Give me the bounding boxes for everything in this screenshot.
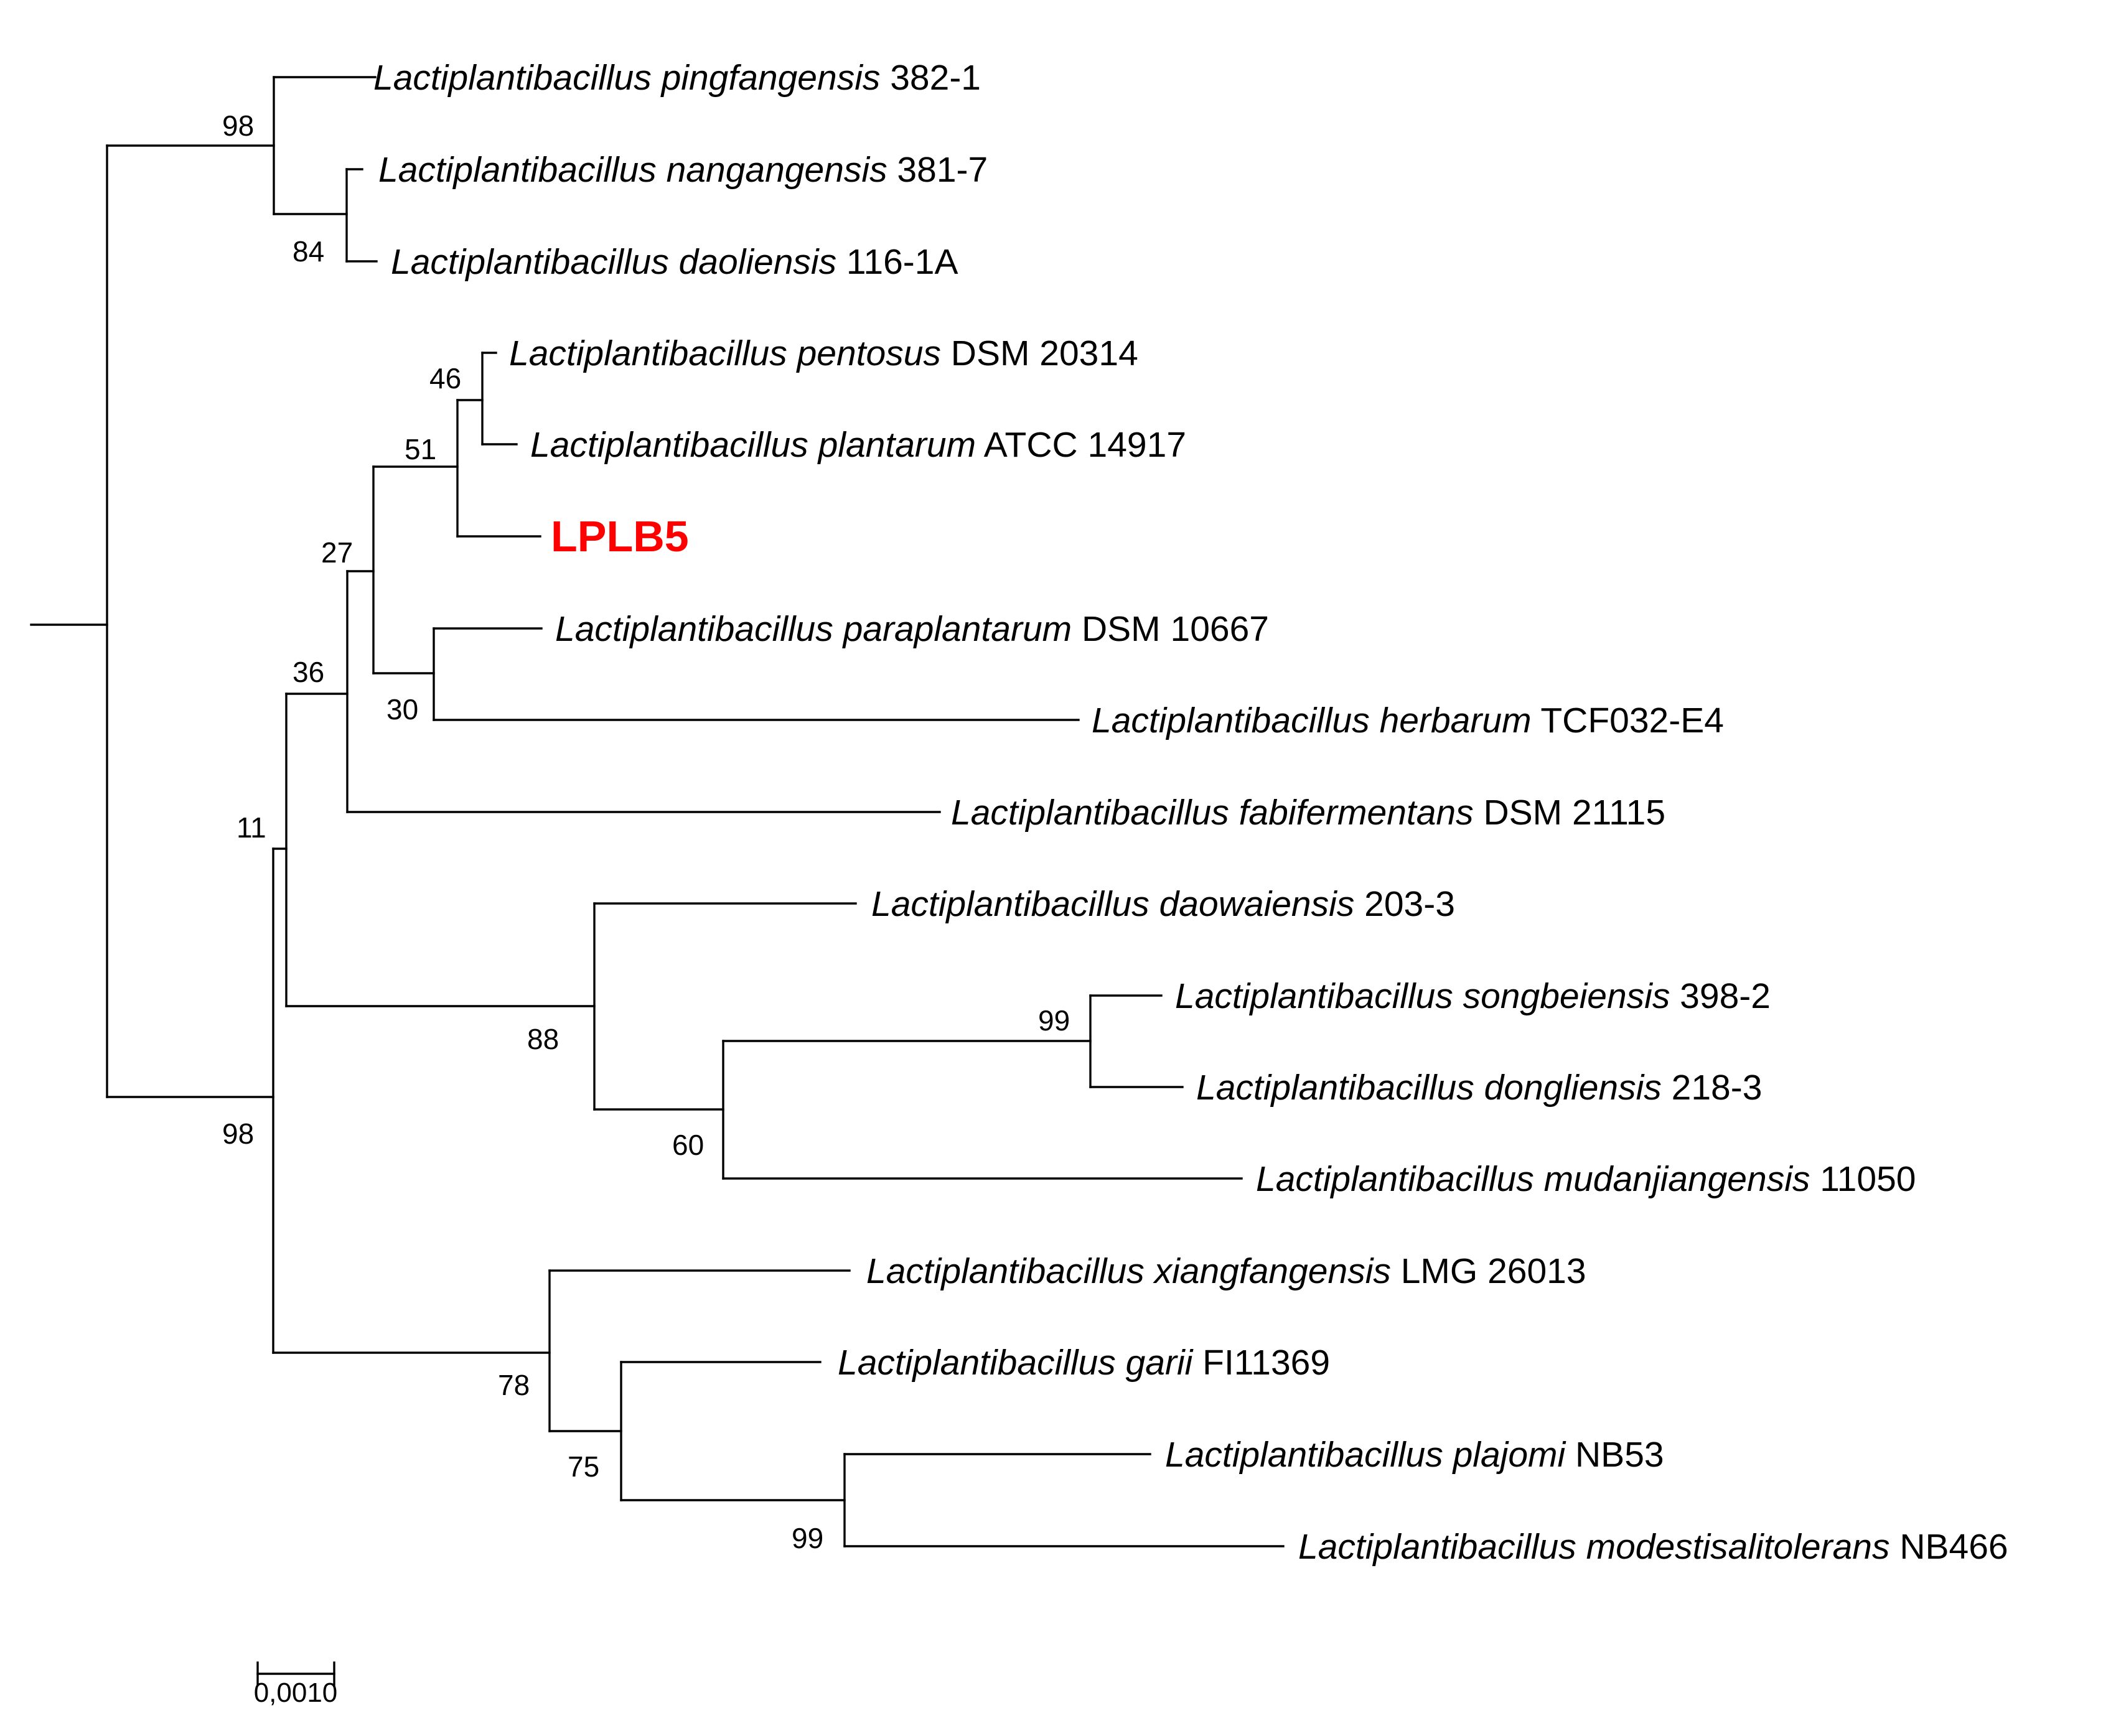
species-name: Lactiplantibacillus dongliensis (1196, 1068, 1662, 1108)
bootstrap-value: 36 (293, 656, 324, 688)
bootstrap-value: 60 (672, 1129, 704, 1161)
species-name: Lactiplantibacillus daowaiensis (871, 884, 1354, 924)
taxon-label-songbeiensis: Lactiplantibacillus songbeiensis 398-2 (1175, 976, 1771, 1016)
bootstrap-value: 11 (236, 811, 266, 844)
strain-name: DSM 20314 (941, 334, 1138, 373)
taxon-label-herbarum: Lactiplantibacillus herbarum TCF032-E4 (1092, 701, 1724, 740)
strain-name: NB53 (1565, 1435, 1664, 1475)
strain-name: 398-2 (1670, 976, 1771, 1016)
taxon-label-fabifermentans: Lactiplantibacillus fabifermentans DSM 2… (951, 793, 1665, 833)
strain-name: LPLB5 (551, 512, 689, 561)
species-name: Lactiplantibacillus songbeiensis (1175, 976, 1670, 1016)
taxon-label-xiangfangensis: Lactiplantibacillus xiangfangensis LMG 2… (866, 1251, 1586, 1291)
species-name: Lactiplantibacillus paraplantarum (555, 609, 1072, 649)
species-name: Lactiplantibacillus nangangensis (378, 150, 887, 190)
scale-bar: 0,0010 (254, 1661, 338, 1708)
strain-name: 218-3 (1662, 1068, 1763, 1108)
strain-name: 382-1 (880, 58, 981, 98)
species-name: Lactiplantibacillus mudanjiangensis (1256, 1159, 1810, 1199)
bootstrap-value: 99 (1038, 1004, 1070, 1037)
taxon-label-daowaiensis: Lactiplantibacillus daowaiensis 203-3 (871, 884, 1455, 924)
taxon-label-plajomi: Lactiplantibacillus plajomi NB53 (1165, 1435, 1664, 1475)
bootstrap-value: 98 (222, 110, 254, 142)
species-name: Lactiplantibacillus xiangfangensis (866, 1251, 1391, 1291)
species-name: Lactiplantibacillus fabifermentans (951, 793, 1474, 833)
taxon-labels: Lactiplantibacillus pingfangensis 382-1L… (373, 58, 2008, 1567)
taxon-label-dongliensis: Lactiplantibacillus dongliensis 218-3 (1196, 1068, 1762, 1108)
taxon-label-pingfangensis: Lactiplantibacillus pingfangensis 382-1 (373, 58, 981, 98)
species-name: Lactiplantibacillus modestisalitolerans (1298, 1527, 1890, 1567)
taxon-label-lplb5: LPLB5 (551, 512, 689, 561)
bootstrap-value: 88 (527, 1023, 559, 1055)
strain-name: DSM 21115 (1474, 793, 1665, 833)
bootstrap-values: 98 84 46 51 27 30 36 11 88 99 60 98 78 75 99 (222, 110, 1070, 1554)
species-name: Lactiplantibacillus pingfangensis (373, 58, 880, 98)
species-name: Lactiplantibacillus daoliensis (391, 242, 836, 282)
bootstrap-value: 46 (429, 362, 461, 394)
bootstrap-value: 98 (222, 1118, 254, 1150)
strain-name: 203-3 (1354, 884, 1455, 924)
strain-name: 381-7 (887, 150, 988, 190)
bootstrap-value: 75 (568, 1450, 599, 1483)
strain-name: FI11369 (1192, 1343, 1330, 1383)
bootstrap-value: 78 (498, 1369, 530, 1401)
taxon-label-paraplantarum: Lactiplantibacillus paraplantarum DSM 10… (555, 609, 1269, 649)
species-name: Lactiplantibacillus pentosus (509, 334, 941, 373)
bootstrap-value: 99 (792, 1522, 823, 1554)
taxon-label-mudanjiangensis: Lactiplantibacillus mudanjiangensis 1105… (1256, 1159, 1916, 1199)
strain-name: 116-1A (836, 242, 958, 282)
strain-name: DSM 10667 (1072, 609, 1269, 649)
species-name: Lactiplantibacillus garii (838, 1343, 1194, 1383)
taxon-label-plantarum: Lactiplantibacillus plantarum ATCC 14917 (530, 425, 1186, 465)
bootstrap-value: 27 (321, 536, 353, 569)
taxon-label-garii: Lactiplantibacillus garii FI11369 (838, 1343, 1330, 1383)
tree-branches (30, 76, 1285, 1547)
strain-name: 11050 (1810, 1159, 1916, 1199)
taxon-label-pentosus: Lactiplantibacillus pentosus DSM 20314 (509, 334, 1138, 373)
species-name: Lactiplantibacillus plantarum (530, 425, 976, 465)
taxon-label-daoliensis: Lactiplantibacillus daoliensis 116-1A (391, 242, 958, 282)
strain-name: TCF032-E4 (1532, 701, 1724, 740)
strain-name: NB466 (1890, 1527, 2008, 1567)
taxon-label-modestisalitolerans: Lactiplantibacillus modestisalitolerans … (1298, 1527, 2008, 1567)
taxon-label-nangangensis: Lactiplantibacillus nangangensis 381-7 (378, 150, 988, 190)
scale-bar-label: 0,0010 (254, 1678, 338, 1708)
strain-name: ATCC 14917 (976, 425, 1186, 465)
bootstrap-value: 30 (386, 693, 418, 726)
bootstrap-value: 51 (405, 433, 436, 465)
strain-name: LMG 26013 (1391, 1251, 1586, 1291)
species-name: Lactiplantibacillus herbarum (1092, 701, 1532, 740)
species-name: Lactiplantibacillus plajomi (1165, 1435, 1566, 1475)
bootstrap-value: 84 (293, 235, 324, 268)
